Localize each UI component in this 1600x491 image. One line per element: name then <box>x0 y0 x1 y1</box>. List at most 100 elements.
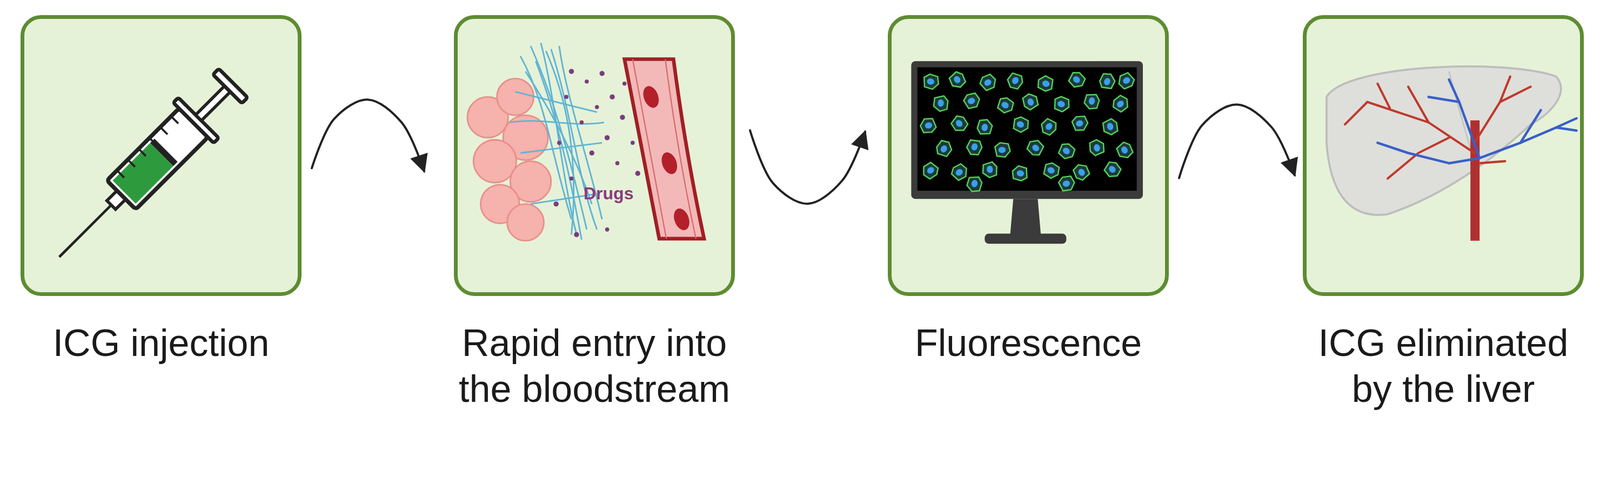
cell-image <box>919 160 941 182</box>
drug-dot <box>557 141 562 146</box>
cell-image <box>948 113 970 135</box>
drug-dot <box>622 81 627 86</box>
curved-arrow <box>750 130 866 204</box>
cell-image <box>1110 93 1132 115</box>
fiber <box>520 142 602 153</box>
artery-branch <box>1344 102 1368 125</box>
cell-image <box>981 161 998 179</box>
process-box: Rapid entry into the bloodstream <box>453 15 735 297</box>
vein-branch <box>1428 96 1460 102</box>
blood-vessel <box>624 59 705 239</box>
cell-image <box>1102 159 1124 181</box>
red-blood-cell <box>671 206 693 233</box>
cell-image <box>1088 138 1106 157</box>
plunger-seal <box>150 138 178 167</box>
cell-image <box>1098 71 1117 91</box>
cell-image <box>978 72 999 93</box>
scale-tick <box>160 126 168 135</box>
tumor-cell <box>507 204 545 241</box>
vein-branch <box>1520 110 1542 143</box>
fiber <box>520 56 572 220</box>
portal-veins <box>1377 79 1577 164</box>
step-text: Rapid entry into the bloodstream <box>453 320 735 413</box>
cell-image <box>966 175 983 193</box>
fiber <box>515 91 598 113</box>
cell-image <box>965 137 984 158</box>
syringe-flange <box>173 97 219 144</box>
drug-dot <box>568 68 574 74</box>
step-text: ICG eliminated by the liver <box>1302 320 1584 413</box>
drug-dot <box>640 99 646 105</box>
monitor-base <box>984 233 1067 244</box>
step-text: ICG injection <box>20 320 302 367</box>
cell-image <box>1056 141 1077 162</box>
cell-image <box>976 118 994 136</box>
cell-image <box>1035 74 1056 93</box>
artery-branch <box>1500 76 1511 103</box>
vein-branch <box>1556 118 1577 128</box>
artery-branch <box>1377 83 1390 109</box>
drug-dot <box>579 120 585 125</box>
process-box: Fluorescence <box>887 15 1169 297</box>
tumor-cell <box>497 78 534 116</box>
cell-image <box>1011 115 1031 135</box>
drug-dot <box>589 150 595 156</box>
tumor-cell <box>480 184 520 224</box>
artery-branch <box>1474 86 1531 144</box>
cell-image <box>1101 117 1120 137</box>
cell-image <box>1025 137 1047 158</box>
monitor-icon <box>911 61 1143 244</box>
cell-image <box>1071 161 1092 183</box>
syringe-icon <box>38 63 254 278</box>
drug-dot <box>569 176 574 182</box>
drug-dot <box>553 201 559 207</box>
scale-tick <box>116 170 124 178</box>
drug-dot <box>605 227 610 232</box>
monitor-bezel <box>911 61 1143 199</box>
process-box: ICG eliminated by the liver <box>1302 15 1584 297</box>
liver-illustration <box>1326 66 1577 241</box>
cell-image <box>1115 70 1137 91</box>
drug-dot <box>619 114 625 120</box>
cell-image <box>1083 92 1101 111</box>
tumor-cell <box>510 161 552 203</box>
needle-hub <box>106 190 126 210</box>
step-label: Fluorescence <box>887 320 1169 367</box>
vein-branch <box>1449 79 1481 158</box>
cell-image <box>947 69 968 91</box>
fiber <box>530 45 587 230</box>
fiber <box>545 50 574 235</box>
liver-lobe-line <box>1449 71 1475 164</box>
drug-dot <box>635 170 641 176</box>
tumor-cells <box>467 78 552 241</box>
plunger-rod <box>195 85 231 121</box>
artery-branch <box>1387 137 1449 179</box>
step-text: Fluorescence <box>887 320 1169 367</box>
vein-branch <box>1377 142 1449 164</box>
cell-image <box>1038 116 1059 138</box>
cell-image <box>934 138 955 159</box>
cell-image <box>994 142 1010 157</box>
scale-tick <box>171 116 179 124</box>
drug-dot <box>604 135 610 140</box>
collagen-fibers <box>510 42 605 240</box>
syringe-barrel <box>106 108 209 210</box>
cell-image <box>1005 70 1026 92</box>
scale-tick <box>138 148 146 156</box>
cell-image <box>1066 69 1088 91</box>
fiber <box>530 193 598 205</box>
cell-image <box>1011 164 1029 182</box>
tumor-cell <box>467 96 509 138</box>
fiber <box>525 71 593 204</box>
fluorescent-cells <box>919 69 1137 193</box>
fiber <box>535 61 582 240</box>
syringe-liquid <box>112 143 173 204</box>
cell-image <box>922 73 940 91</box>
illustrations <box>38 42 1577 278</box>
vein-branch <box>1449 127 1577 164</box>
drug-dot <box>564 95 569 100</box>
plunger-cap <box>212 68 248 104</box>
cell-image <box>1057 174 1076 193</box>
scale-tick <box>149 137 157 145</box>
monitor-neck <box>1010 198 1042 235</box>
